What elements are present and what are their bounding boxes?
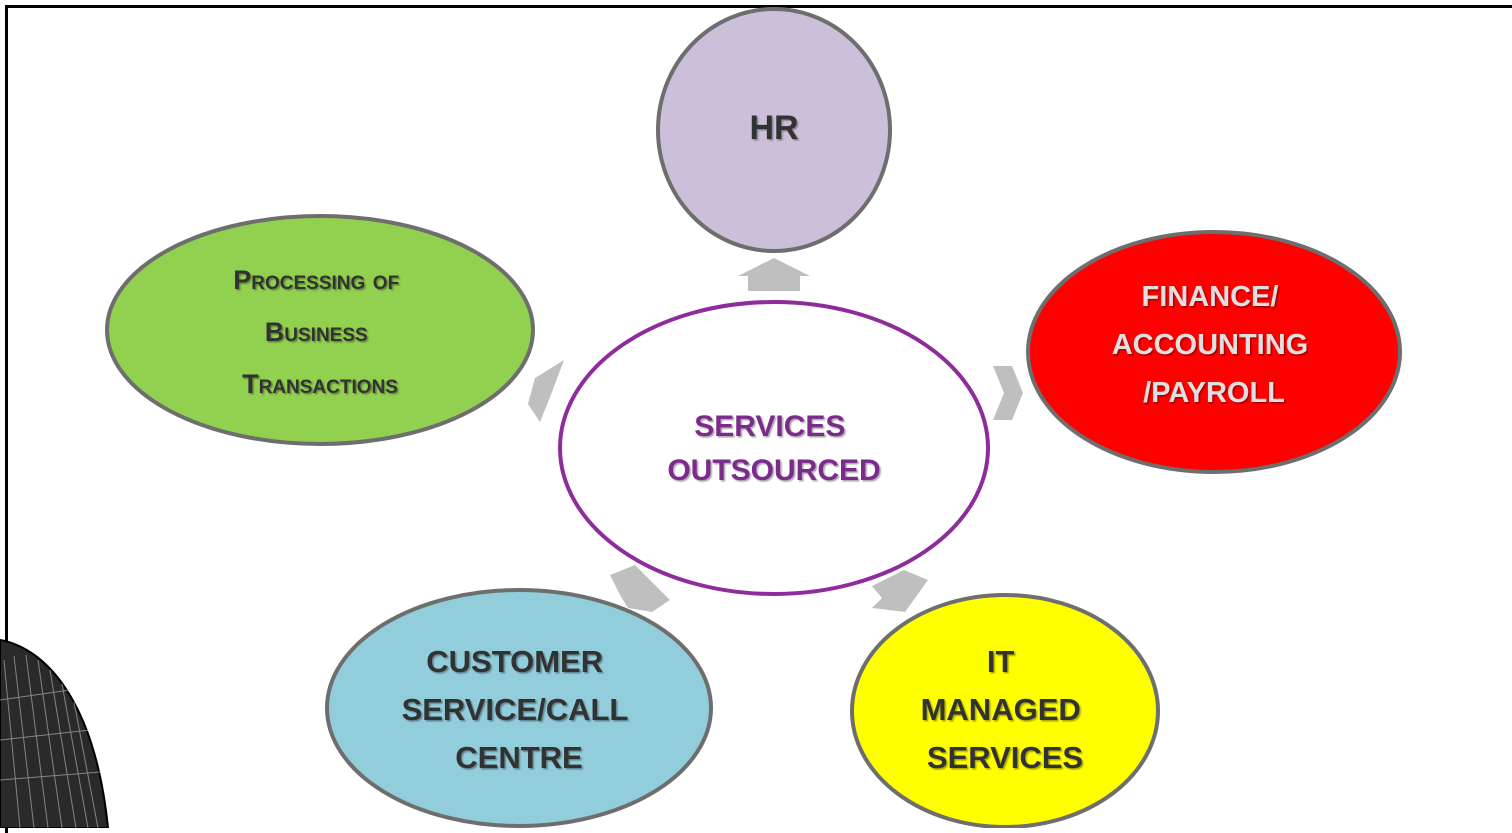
node-customer-label: CUSTOMER SERVICE/CALL CENTRE bbox=[402, 644, 637, 775]
arrow-to-processing bbox=[528, 360, 564, 422]
arrow-to-hr bbox=[738, 258, 810, 291]
center-node-label: SERVICES OUTSOURCED bbox=[667, 410, 880, 487]
arrow-to-it bbox=[872, 570, 928, 612]
arrow-to-finance bbox=[993, 366, 1023, 420]
node-it: IT MANAGED SERVICES bbox=[850, 593, 1160, 828]
node-hr-shape bbox=[656, 7, 892, 253]
node-finance: FINANCE/ ACCOUNTING /PAYROLL bbox=[1026, 230, 1402, 474]
arrows bbox=[528, 258, 1023, 612]
node-it-label: IT MANAGED SERVICES bbox=[921, 644, 1090, 775]
center-node-shape bbox=[558, 300, 990, 596]
slide-frame bbox=[5, 5, 1512, 833]
node-processing-shape bbox=[105, 214, 535, 446]
node-hr-label: HR bbox=[749, 109, 798, 147]
node-hr: HR bbox=[656, 7, 892, 253]
center-node: SERVICES OUTSOURCED bbox=[558, 300, 990, 596]
node-finance-label: FINANCE/ ACCOUNTING /PAYROLL bbox=[1112, 281, 1317, 409]
node-finance-shape bbox=[1026, 230, 1402, 474]
node-processing-label: Processing of Business Transactions bbox=[233, 265, 406, 399]
node-customer-shape bbox=[325, 588, 713, 828]
node-processing: Processing of Business Transactions bbox=[105, 214, 535, 446]
node-it-shape bbox=[850, 593, 1160, 828]
arrow-to-customer bbox=[610, 565, 670, 612]
decorative-hatched-shape bbox=[0, 638, 110, 828]
node-customer: CUSTOMER SERVICE/CALL CENTRE bbox=[325, 588, 713, 828]
